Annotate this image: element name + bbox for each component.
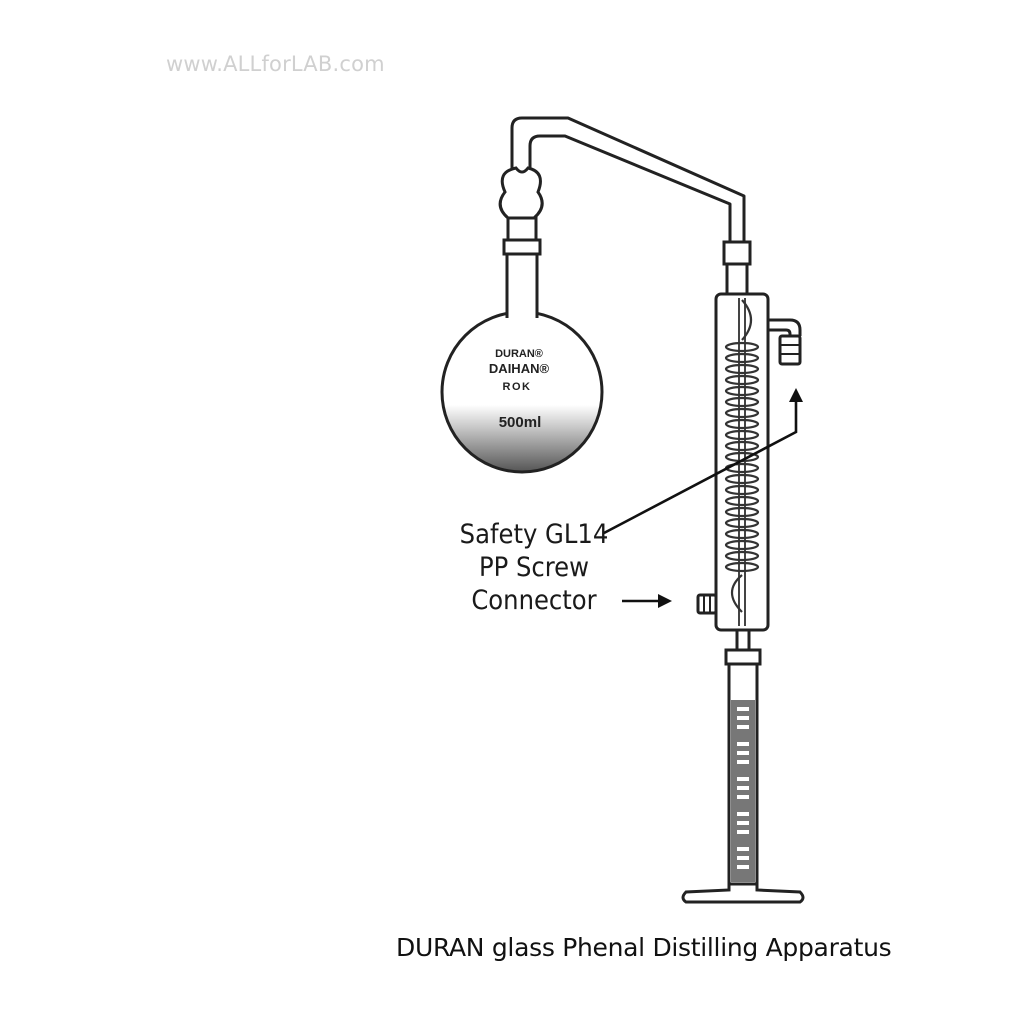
flask-volume: 500ml [499,414,542,431]
flask-neck [502,238,542,296]
graduated-cylinder [681,648,805,904]
condenser-coil [724,299,760,613]
callout-line-1: Safety GL14 [459,519,609,550]
flask-brand-duran: DURAN® [495,348,543,360]
arrowhead-lower [658,594,672,608]
condenser-outlet [735,628,751,652]
callout-line-2: PP Screw [479,552,589,583]
callout-line-3: Connector [471,585,597,616]
arrowhead-upper [789,388,803,402]
bridge-tube [510,116,746,242]
callout-label: Safety GL14 PP Screw Connector [448,518,620,617]
watermark: www.ALLforLAB.com [166,52,385,76]
upper-gl14-connector [768,318,802,366]
lower-gl14-connector [696,593,718,615]
condenser-joint [722,240,752,296]
flask-brand-rok: ROK [503,381,532,393]
callout-arrow-upper [603,400,798,535]
figure-caption: DURAN glass Phenal Distilling Apparatus [396,933,892,962]
flask-stopper [498,166,544,242]
flask-brand-daihan: DAIHAN® [489,361,550,376]
round-bottom-flask [440,290,604,474]
